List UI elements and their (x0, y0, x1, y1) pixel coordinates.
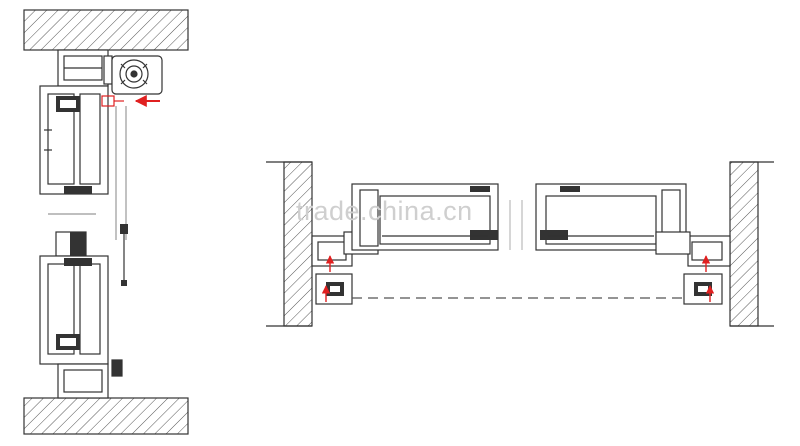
left-jamb-wall (283, 161, 313, 327)
left-sash-profile (351, 183, 499, 251)
right-guide-profile (683, 273, 723, 305)
left-guide-profile (315, 273, 353, 305)
sill-frame-profile (57, 359, 123, 399)
meeting-rail-profile (48, 213, 96, 257)
vertical-section-view (23, 9, 189, 435)
upper-lock-detail (101, 95, 124, 107)
upper-sash-profile (39, 85, 109, 195)
bottom-wall (23, 397, 189, 435)
shutter-roller-box (111, 55, 163, 95)
lower-sash-profile (39, 255, 109, 365)
right-jamb-wall (729, 161, 759, 327)
pull-cord-weight (120, 224, 128, 286)
top-wall (23, 9, 189, 51)
right-sash-profile (535, 183, 687, 251)
head-frame-profile (57, 49, 113, 87)
right-frame-profile (655, 231, 731, 267)
horizontal-section-view (266, 161, 774, 327)
